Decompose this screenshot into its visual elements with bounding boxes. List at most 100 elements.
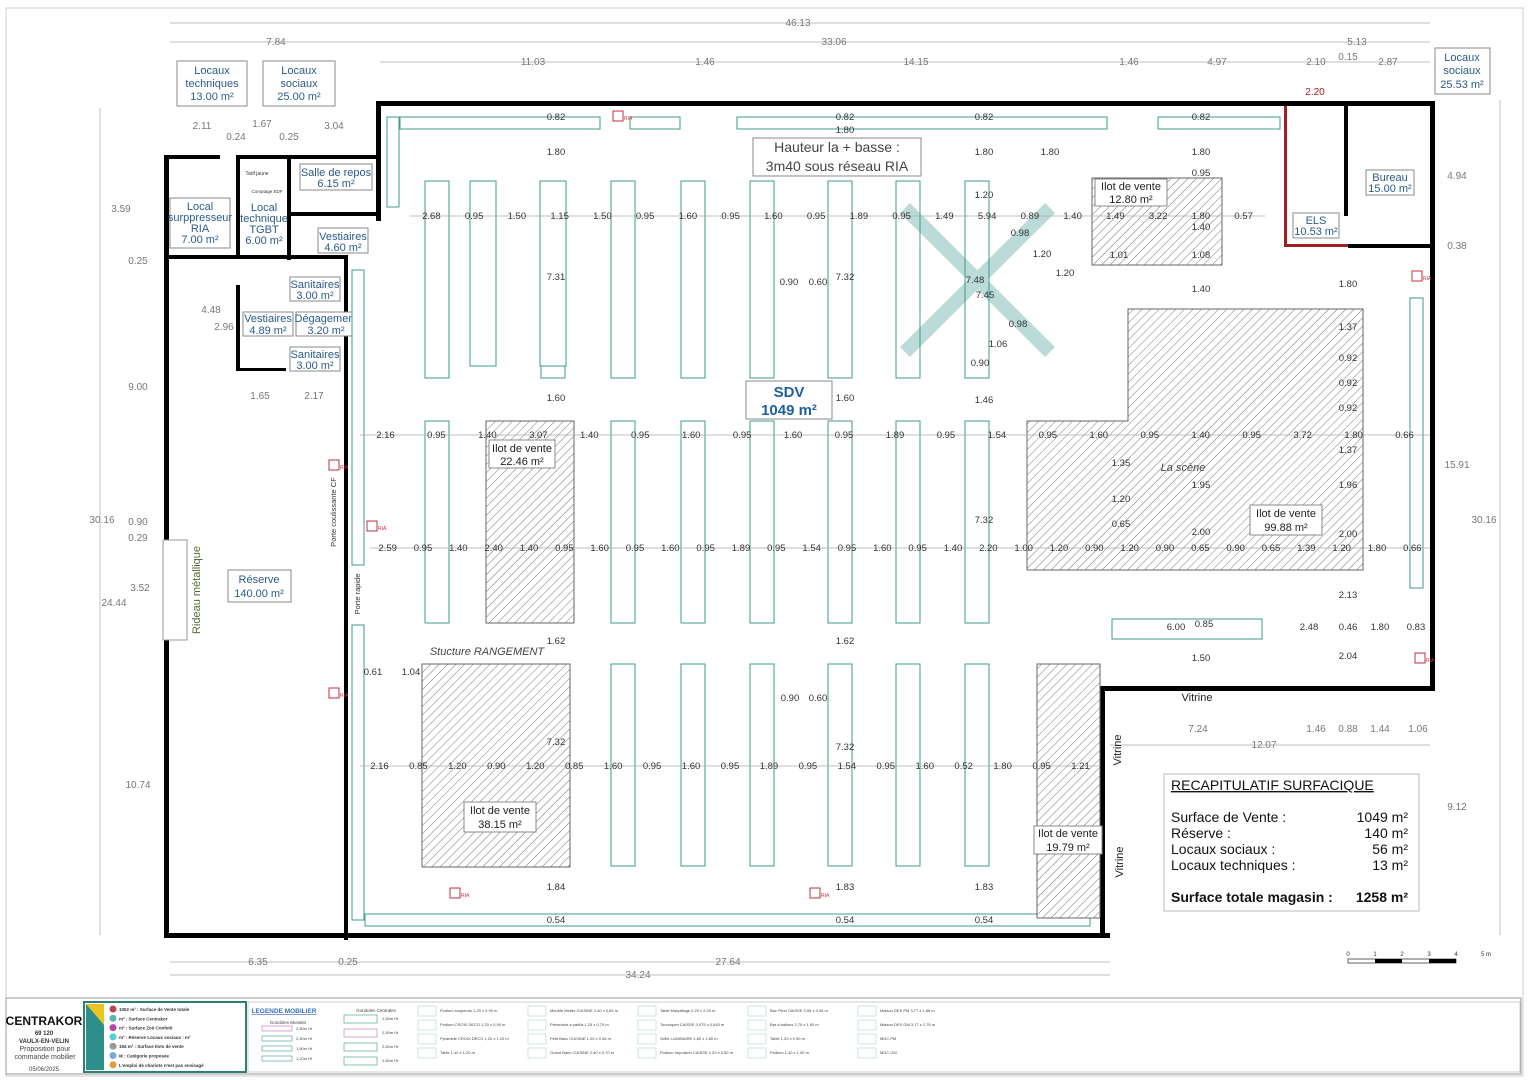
dim: 1.46: [695, 57, 715, 68]
svg-text:Local: Local: [251, 202, 277, 214]
vertical-dimension: 1.06: [989, 339, 1008, 350]
gondola: [680, 180, 706, 379]
ria-label: RIA: [461, 893, 470, 899]
vertical-dimension: 1.20: [1112, 494, 1131, 505]
vertical-dimension: 0.92: [1339, 353, 1358, 364]
x-display-furniture: [900, 203, 1055, 357]
svg-text:3m40 sous réseau RIA: 3m40 sous réseau RIA: [766, 158, 909, 174]
dim: 1.67: [252, 119, 272, 130]
vertical-dimension: 0.82: [975, 112, 994, 123]
gondola: [749, 420, 775, 624]
legend-centrale-label: 1,50m Ht: [382, 1058, 399, 1063]
svg-text:0: 0: [1346, 952, 1350, 958]
dim: 3.59: [111, 204, 131, 215]
dim: 2.11: [193, 121, 212, 132]
room-reserve: Réserve 140.00 m²: [227, 569, 292, 603]
legend-murale-label: 1,50m Ht: [296, 1046, 313, 1051]
legend-area-label: m² : Surface Centrakor: [119, 1016, 168, 1021]
vertical-dimension: 1.46: [975, 395, 994, 406]
vertical-dimension: 1.96: [1339, 480, 1358, 491]
vertical-dimension: 0.90: [781, 693, 800, 704]
vertical-dimension: 0.46: [1339, 622, 1358, 633]
room-salle-repos: Salle de repos 6.15 m²: [299, 163, 373, 191]
vertical-dimension: 0.60: [809, 277, 828, 288]
room-vestiaires-2: Vestiaires 4.89 m²: [242, 311, 294, 337]
vertical-dimension: 0.98: [1009, 319, 1028, 330]
rideau-metallique-label: Rideau métallique: [191, 546, 203, 634]
vertical-dimension: 7.32: [547, 737, 566, 748]
page-frame: [5, 7, 1524, 1077]
vertical-dimension: 1.80: [547, 147, 566, 158]
legend-item-label: Meuble Metier CUISINE 2,40 x 0,82 m: [550, 1008, 619, 1013]
vertical-dimension: 1.37: [1339, 445, 1358, 456]
dim: 0.15: [1338, 52, 1358, 63]
legend-swatch: [109, 1033, 117, 1041]
scale-bar: 0 1 2 3 4 5 m: [1346, 952, 1491, 964]
legend-item-swatch: [747, 1047, 767, 1059]
gondola: [964, 180, 990, 379]
room-els: ELS 10.53 m²: [1292, 212, 1340, 239]
dim: 2.87: [1378, 57, 1398, 68]
ria-label: RIA: [1426, 658, 1435, 664]
ria-label: RIA: [624, 116, 633, 122]
room-local-tgbt: Tarif jaune Comptage EDF Local technique…: [240, 171, 288, 247]
vertical-dimension: 0.82: [1192, 112, 1211, 123]
legend-item-swatch: [417, 1019, 437, 1031]
svg-text:Locaux techniques :: Locaux techniques :: [1171, 857, 1296, 873]
ria-label: RIA: [821, 893, 830, 899]
aisle-dimension: 3.22: [1149, 211, 1168, 222]
ria-icon: [1414, 652, 1426, 664]
aisle-dimension: 0.95: [427, 430, 446, 441]
svg-text:Locaux sociaux :: Locaux sociaux :: [1171, 841, 1275, 857]
aisle-dimension: 1.60: [784, 430, 803, 441]
vertical-dimension: 0.82: [547, 112, 566, 123]
svg-text:Salle de repos: Salle de repos: [301, 167, 372, 179]
svg-text:Surface totale magasin :: Surface totale magasin :: [1171, 889, 1333, 905]
svg-text:3.00 m²: 3.00 m²: [296, 290, 334, 302]
svg-text:Sanitaires: Sanitaires: [291, 279, 340, 291]
vertical-dimension: 0.54: [975, 915, 994, 926]
legend-item-swatch: [747, 1005, 767, 1017]
legend-centrale-swatch: [343, 1056, 378, 1066]
ria-icon: [449, 887, 461, 899]
vertical-dimension: 0.54: [547, 915, 566, 926]
legend-item-swatch: [527, 1005, 547, 1017]
vertical-dimension: 0.83: [1407, 622, 1426, 633]
svg-text:13 m²: 13 m²: [1372, 857, 1408, 873]
aisle-dimension: 1.40: [1063, 211, 1082, 222]
legend-item-label: Table 1,40 x 1,20 m: [440, 1050, 476, 1055]
gondola: [610, 663, 636, 867]
aisle-dimension: 0.95: [721, 211, 740, 222]
aisle-dimension: 1.50: [593, 211, 612, 222]
dim: 0.25: [128, 256, 148, 267]
legend-item-swatch: [857, 1019, 877, 1031]
legend-item-label: Podium suspendu 1,20 x 0,90 m: [440, 1008, 498, 1013]
vertical-dimension: 1.62: [547, 636, 566, 647]
aisle-dimension: 2.59: [378, 543, 397, 554]
ria-icon: [366, 520, 378, 532]
vertical-dimension: 1.08: [1192, 250, 1211, 261]
aisle-dimension: 1.20: [1332, 543, 1351, 554]
svg-text:1049 m²: 1049 m²: [761, 402, 817, 419]
aisle-dimension: 0.95: [1242, 430, 1261, 441]
legend-item-label: Présentoir à paëlla 1,25 x 0,70 m: [550, 1022, 609, 1027]
room-local-ria: Local surppresseur RIA 7.00 m²: [168, 197, 232, 249]
legend-murale-label: 2,50m Ht: [296, 1026, 313, 1031]
aisle-dimension: 0.95: [631, 430, 650, 441]
gondola: [469, 180, 497, 367]
svg-text:Hauteur la + basse :: Hauteur la + basse :: [774, 139, 900, 155]
aisle-dimension: 1.60: [915, 761, 934, 772]
dim: 1.44: [1370, 724, 1390, 735]
svg-text:Locaux: Locaux: [194, 65, 230, 77]
legend-item-swatch: [637, 1019, 657, 1031]
ria-icon: [328, 459, 340, 471]
legend-centrale-label: 1,50m Ht: [382, 1016, 399, 1021]
aisle-dimension: 0.57: [1234, 211, 1253, 222]
vertical-dimension: 1.40: [1192, 284, 1211, 295]
dim: 11.03: [521, 57, 546, 68]
svg-text:69 120: 69 120: [35, 1031, 54, 1037]
aisle-dimension: 1.40: [478, 430, 497, 441]
svg-text:6.00 m²: 6.00 m²: [245, 235, 283, 247]
gondola: [895, 180, 921, 379]
svg-text:Réserve :: Réserve :: [1171, 825, 1231, 841]
